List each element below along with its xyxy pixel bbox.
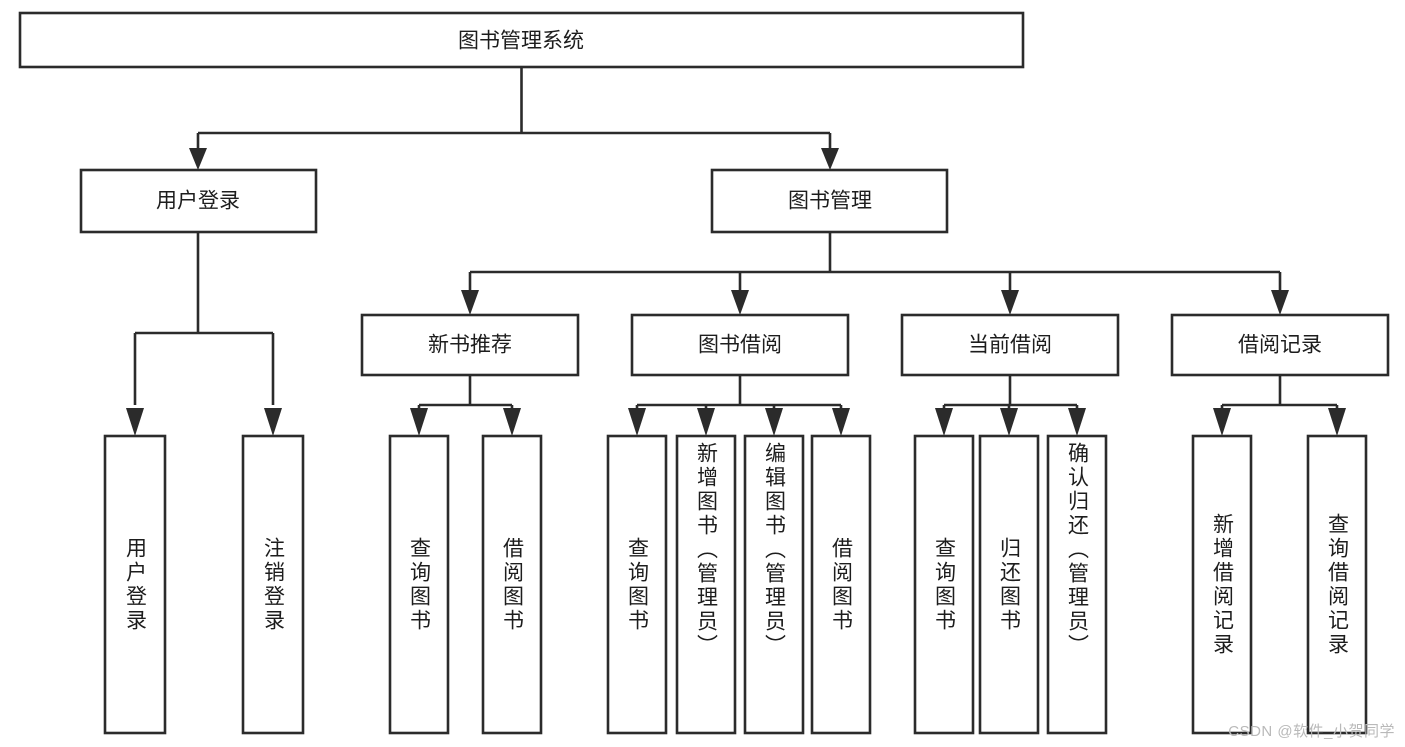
node-borrow-record[interactable]: 借阅记录 [1170,313,1390,377]
node-root-box[interactable] [18,11,1025,69]
node-user-login[interactable]: 用户登录 [79,168,318,234]
node-book-manage[interactable]: 图书管理 [710,168,949,234]
arrow-book-manage [821,148,839,170]
leaf-label-wrap-9: 查询图书 [932,536,956,633]
leaf-label-wrap-11: 确认归还（管理员） [1065,442,1089,658]
arrow-leaf-logout-login [264,408,282,436]
arrow-borrow-record [1271,290,1289,315]
arrow-leaf-user-login [126,408,144,436]
node-leaf-add-book[interactable] [675,434,737,735]
node-root[interactable]: 图书管理系统 [18,11,1025,69]
node-leaf-query-book-2-label: 查询图书 [625,536,649,633]
node-leaf-query-record-box[interactable] [1306,434,1368,735]
leaf-label-wrap-4: 借阅图书 [500,536,524,633]
arrow-leaf-query-record [1328,408,1346,436]
leaf-label-wrap-5: 查询图书 [625,536,649,633]
node-leaf-borrow-book-2-box[interactable] [810,434,872,735]
node-leaf-confirm-return-box[interactable] [1046,434,1108,735]
arrow-leaf-query-book-3 [935,408,953,436]
leaf-label-wrap-1: 用户登录 [123,536,147,633]
node-new-book-rec-label: 新书推荐 [428,334,512,357]
arrow-leaf-edit-book [765,408,783,436]
node-leaf-logout-login-box[interactable] [241,434,305,735]
leaf-label-wrap-10: 归还图书 [997,536,1021,633]
node-leaf-add-book-label: 新增图书（管理员） [694,442,718,658]
node-leaf-logout-login[interactable] [241,434,305,735]
arrow-leaf-query-book-2 [628,408,646,436]
leaf-label-wrap-8: 借阅图书 [829,536,853,633]
node-current-borrow[interactable]: 当前借阅 [900,313,1120,377]
arrow-leaf-borrow-book-2 [832,408,850,436]
node-leaf-add-record-label: 新增借阅记录 [1210,512,1234,657]
node-leaf-user-login-box[interactable] [103,434,167,735]
arrow-leaf-add-record [1213,408,1231,436]
node-leaf-query-book-3-label: 查询图书 [932,536,956,633]
arrow-leaf-confirm-return [1068,408,1086,436]
node-leaf-edit-book[interactable] [743,434,805,735]
leaf-label-wrap-7: 编辑图书（管理员） [762,442,786,658]
arrow-leaf-borrow-book-1 [503,408,521,436]
leaf-label-wrap-13: 查询借阅记录 [1325,512,1349,657]
arrow-leaf-add-book [697,408,715,436]
node-leaf-return-book-label: 归还图书 [997,536,1021,633]
node-book-manage-box[interactable] [710,168,949,234]
node-leaf-confirm-return-label: 确认归还（管理员） [1065,442,1089,658]
node-book-borrow-label: 图书借阅 [698,334,782,357]
node-user-login-label: 用户登录 [156,190,240,213]
arrow-book-borrow [731,290,749,315]
node-leaf-borrow-book-1[interactable] [481,434,543,735]
node-leaf-borrow-book-1-box[interactable] [481,434,543,735]
node-leaf-query-book-1-box[interactable] [388,434,450,735]
arrow-leaf-return-book [1000,408,1018,436]
node-leaf-return-book[interactable] [978,434,1040,735]
node-leaf-add-record-box[interactable] [1191,434,1253,735]
node-leaf-borrow-book-2[interactable] [810,434,872,735]
arrow-new-book-rec [461,290,479,315]
node-leaf-query-book-2[interactable] [606,434,668,735]
node-leaf-query-book-3-box[interactable] [913,434,975,735]
node-leaf-user-login-label: 用户登录 [123,536,147,633]
arrow-leaf-query-book-1 [410,408,428,436]
arrow-current-borrow [1001,290,1019,315]
node-leaf-query-record[interactable] [1306,434,1368,735]
node-leaf-query-book-1[interactable] [388,434,450,735]
node-book-manage-label: 图书管理 [788,190,872,213]
leaf-label-wrap-12: 新增借阅记录 [1210,512,1234,657]
node-leaf-query-book-1-label: 查询图书 [407,536,431,633]
leaf-label-wrap-3: 查询图书 [407,536,431,633]
node-book-borrow-box[interactable] [630,313,850,377]
node-leaf-user-login[interactable] [103,434,167,735]
node-leaf-borrow-book-1-label: 借阅图书 [500,536,524,633]
node-new-book-rec-box[interactable] [360,313,580,377]
node-leaf-query-book-2-box[interactable] [606,434,668,735]
node-user-login-box[interactable] [79,168,318,234]
connector-layer [126,67,1346,436]
node-leaf-add-record[interactable] [1191,434,1253,735]
node-leaf-borrow-book-2-label: 借阅图书 [829,536,853,633]
leaf-label-wrap-6: 新增图书（管理员） [694,442,718,658]
node-book-borrow[interactable]: 图书借阅 [630,313,850,377]
node-leaf-edit-book-box[interactable] [743,434,805,735]
node-leaf-add-book-box[interactable] [675,434,737,735]
node-leaf-confirm-return[interactable] [1046,434,1108,735]
node-borrow-record-label: 借阅记录 [1238,334,1322,357]
node-leaf-logout-login-label: 注销登录 [261,536,285,633]
node-leaf-query-record-label: 查询借阅记录 [1325,512,1349,657]
node-leaf-query-book-3[interactable] [913,434,975,735]
node-leaf-return-book-box[interactable] [978,434,1040,735]
node-leaf-edit-book-label: 编辑图书（管理员） [762,442,786,658]
node-new-book-rec[interactable]: 新书推荐 [360,313,580,377]
node-current-borrow-label: 当前借阅 [968,334,1052,357]
node-current-borrow-box[interactable] [900,313,1120,377]
node-root-label: 图书管理系统 [458,30,584,53]
arrow-user-login [189,148,207,170]
node-borrow-record-box[interactable] [1170,313,1390,377]
leaf-label-wrap-2: 注销登录 [261,536,285,633]
